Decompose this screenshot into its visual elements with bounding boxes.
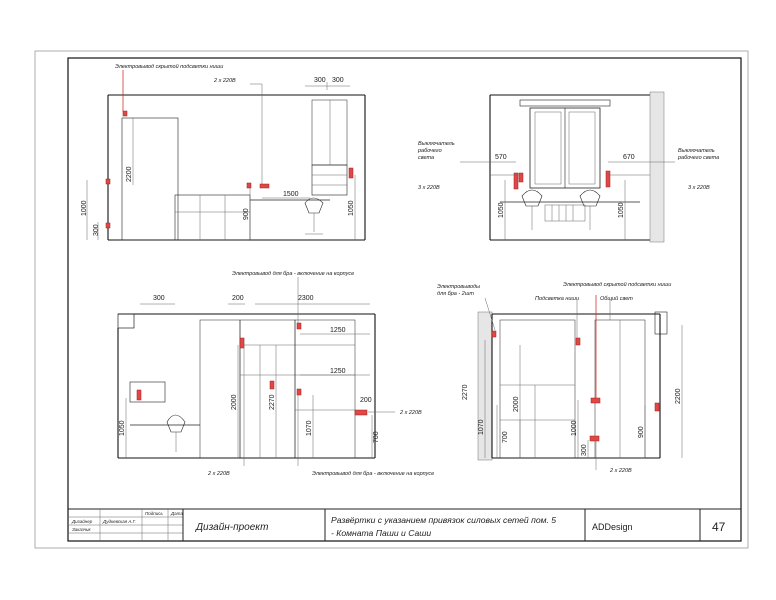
tb-col-date: Дата — [170, 511, 183, 516]
tb-project: Дизайн-проект — [195, 522, 268, 533]
tb-title-line2: - Комната Паши и Саши — [331, 528, 431, 538]
v1-note-top: Электровывод скрытой подсветки ниши — [115, 63, 223, 70]
v2-dim-1050b: 1050 — [618, 202, 625, 218]
v4-note-left-1: Электровыводы — [437, 284, 480, 290]
elevation-view-2: Выключатель рабочего света Выключатель р… — [417, 91, 719, 243]
v3-dim-200: 200 — [232, 295, 244, 302]
v4-dim-900: 900 — [638, 426, 645, 438]
v4-dim-700: 700 — [502, 431, 509, 443]
v3-label-2x220-bottom: 2 х 220В — [207, 471, 230, 477]
v2-dim-1050a: 1050 — [498, 202, 505, 218]
v3-dim-1250b: 1250 — [330, 368, 346, 375]
v2-switch-left-1: Выключатель — [418, 141, 455, 147]
v1-dim-1000: 1000 — [81, 200, 88, 216]
v3-dim-1070: 1070 — [306, 420, 313, 436]
v1-dim-1050: 1050 — [348, 200, 355, 216]
v3-label-2x220-right: 2 х 220В — [399, 410, 422, 416]
tb-row-designer: Дизайнер — [71, 518, 93, 524]
v4-dim-2200: 2200 — [675, 388, 682, 404]
v2-dim-570: 570 — [495, 154, 507, 161]
v3-dim-1250a: 1250 — [330, 327, 346, 334]
v4-label-niche: Подсветка ниши — [535, 296, 579, 302]
v1-dim-300: 300 — [93, 224, 100, 236]
v2-label-3x220-left: 3 х 220В — [418, 185, 440, 191]
inner-frame — [67, 57, 742, 542]
v3-dim-300: 300 — [153, 295, 165, 302]
elevation-view-4: Электровыводы для бра - 2шт Электровывод… — [437, 281, 683, 474]
tb-row-customer: Заказчик — [72, 527, 91, 532]
outer-border — [34, 50, 749, 549]
v3-note-bottom: Электровывод для бра - включение на корп… — [312, 471, 434, 477]
tb-company: ADDesign — [592, 522, 633, 532]
v4-dim-1000: 1000 — [571, 420, 578, 436]
v1-dim-900: 900 — [243, 208, 250, 220]
v4-note-left-2: для бра - 2шт — [437, 291, 474, 297]
v3-dim-200b: 200 — [360, 397, 372, 404]
v4-dim-300: 300 — [581, 444, 588, 456]
v3-dim-2000: 2000 — [231, 394, 238, 410]
v3-dim-2270: 2270 — [269, 394, 276, 410]
v3-dim-2300: 2300 — [298, 295, 314, 302]
elevation-view-3: Электровывод для бра - включение на корп… — [117, 271, 434, 477]
v3-dim-1050: 1050 — [119, 420, 126, 436]
v4-dim-2000: 2000 — [513, 396, 520, 412]
v3-dim-700: 700 — [373, 431, 380, 443]
tb-col-signature: Подпись — [145, 511, 163, 516]
v1-dim-300b: 300 — [332, 77, 344, 84]
v2-switch-left-2: рабочего — [417, 148, 442, 154]
v4-dim-2270: 2270 — [462, 384, 469, 400]
v4-label-general: Общий свет — [600, 295, 633, 302]
v1-dim-2200: 2200 — [126, 166, 133, 182]
v1-dim-1500: 1500 — [283, 191, 299, 198]
v2-dim-670: 670 — [623, 154, 635, 161]
v2-switch-left-3: света — [418, 155, 434, 161]
title-block: Подпись Дата Дизайнер Дудкевская А.Г. За… — [68, 508, 741, 541]
v4-note-right: Электровывод скрытой подсветки ниши — [563, 281, 671, 288]
elevation-view-1: Электровывод скрытой подсветки ниши 2 х … — [81, 63, 366, 241]
v4-dim-1070: 1070 — [478, 419, 485, 435]
v2-label-3x220-right: 3 х 220В — [688, 185, 710, 191]
tb-designer-name: Дудкевская А.Г. — [102, 519, 136, 524]
v2-switch-right-1: Выключатель — [678, 148, 715, 154]
v1-dim-300a: 300 — [314, 77, 326, 84]
v2-switch-right-2: рабочего света — [677, 155, 719, 161]
v1-label-2x220: 2 х 220В — [213, 78, 236, 84]
tb-title-line1: Развёртки с указанием привязок силовых с… — [331, 515, 556, 525]
tb-sheet-number: 47 — [712, 520, 726, 534]
v3-note-top: Электровывод для бра - включение на корп… — [232, 271, 354, 277]
v4-label-2x220-bottom: 2 х 220В — [609, 468, 632, 474]
